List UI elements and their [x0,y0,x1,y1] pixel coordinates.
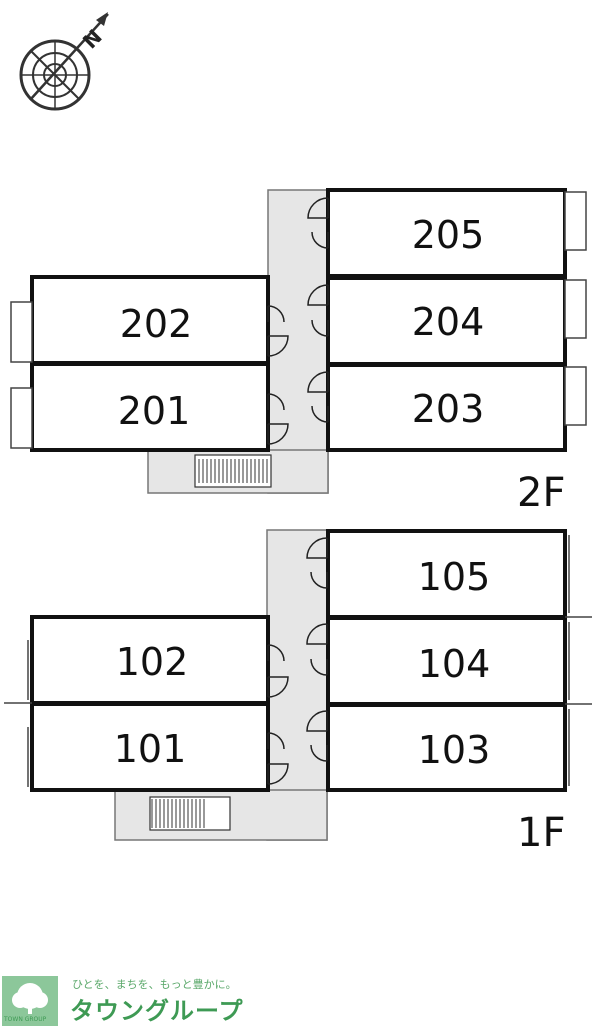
room-label-105: 105 [418,555,491,599]
room-label-203: 203 [412,387,485,431]
room-label-104: 104 [418,642,491,686]
balcony-201 [10,387,33,449]
room-105 [326,529,567,619]
room-104 [326,616,567,706]
corridor-2f [267,189,329,494]
room-103 [326,703,567,792]
logo-subtitle: TOWN GROUP [4,1016,47,1023]
room-203 [326,363,567,452]
door-icons-2f-right [307,197,329,423]
compass-icon: N [19,12,109,111]
room-label-204: 204 [412,300,485,344]
room-label-102: 102 [116,640,189,684]
balcony-204 [564,279,587,339]
staircase-icon [149,796,231,831]
corridor-1f [266,529,328,841]
logo-name: タウングループ [70,997,244,1025]
room-label-202: 202 [120,302,193,346]
room-102 [30,615,270,705]
door-icons-2f-left [267,305,289,445]
room-label-101: 101 [114,727,187,771]
floor-1f: 105 104 103 102 101 1F [4,529,592,856]
room-101 [30,702,270,792]
room-label-205: 205 [412,213,485,257]
floor-label-2f: 2F [517,470,565,516]
compass-north-label: N [78,25,107,54]
windows-1f-left [4,640,32,787]
floor-label-1f: 1F [517,810,565,856]
town-group-logo-icon [2,976,58,1026]
balcony-202 [10,301,33,363]
logo-tagline: ひとを、まちを、もっと豊かに。 [72,978,237,991]
floor-2f: 205 204 203 202 201 2F [10,188,587,516]
balcony-205 [564,191,587,251]
room-label-201: 201 [118,389,191,433]
staircase-icon [194,454,272,488]
balcony-203 [564,366,587,426]
door-icons-1f-left [267,644,289,785]
room-label-103: 103 [418,728,491,772]
windows-1f-right [565,535,592,786]
room-201 [30,362,270,452]
door-icons-1f-right [306,537,328,762]
